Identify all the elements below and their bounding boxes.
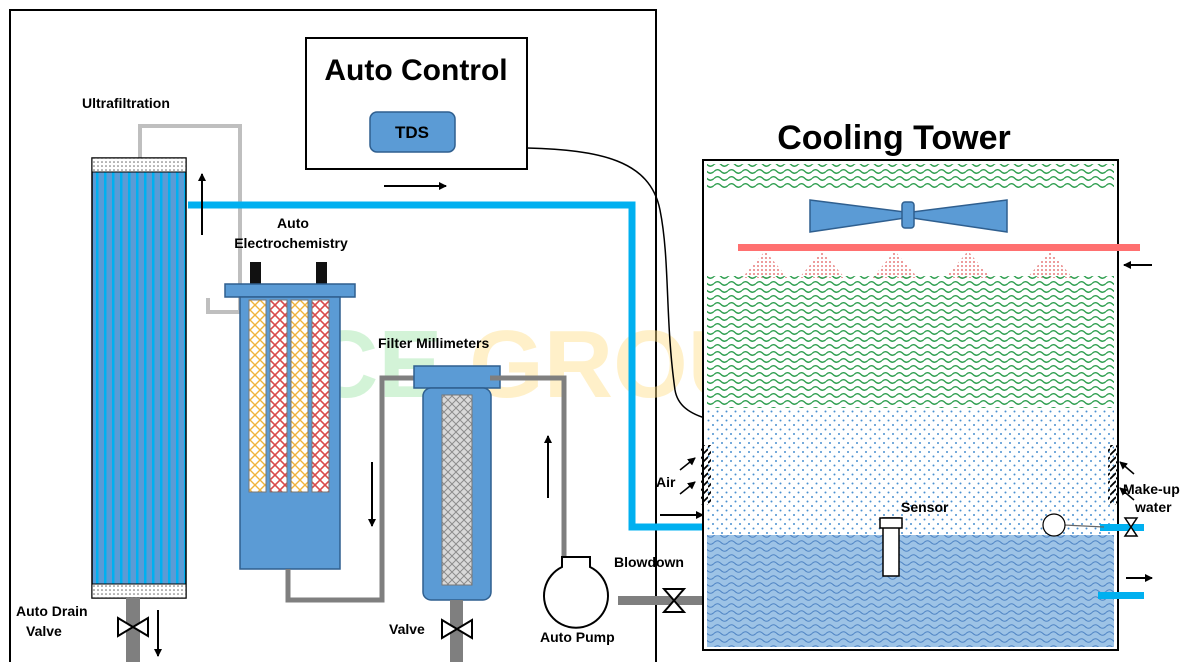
auto-drain-valve-label-1: Auto Drain: [16, 603, 88, 619]
filter-head: [413, 365, 501, 389]
makeup-arrow-1: [1119, 461, 1135, 475]
auto-pump[interactable]: [543, 556, 609, 629]
cold-water-outlet-pipe: [1098, 592, 1144, 599]
electrode-plate-3: [290, 299, 309, 493]
filter-to-pump-pipe: [490, 375, 567, 556]
cold-water-basin: [707, 535, 1114, 647]
sensor-label: Sensor: [901, 499, 949, 515]
ultrafiltration-bottom-cap: [91, 583, 187, 599]
cooling-tower-title: Cooling Tower: [777, 119, 1011, 157]
filter-millimeters-label: Filter Millimeters: [378, 335, 489, 351]
auto-electrochemistry-label-1: Auto: [277, 215, 309, 231]
electrode-plate-4: [311, 299, 330, 493]
electrochemistry-lid: [224, 283, 356, 298]
drain-pipe: [126, 598, 140, 662]
filter-valve[interactable]: [441, 618, 473, 640]
electrode-plate-2: [269, 299, 288, 493]
valve-label: Valve: [389, 621, 425, 637]
electrode-right: [316, 262, 327, 296]
filter-cartridge: [441, 394, 473, 586]
air-arrow-1: [679, 457, 696, 471]
blowdown-label: Blowdown: [614, 554, 684, 570]
filter-outlet-pipe: [450, 600, 463, 662]
air-louver-left: [701, 445, 711, 505]
auto-drain-valve[interactable]: [117, 616, 149, 638]
auto-pump-label: Auto Pump: [540, 629, 615, 645]
tds-label: TDS: [395, 123, 429, 142]
auto-electrochemistry-label-2: Electrochemistry: [234, 235, 348, 251]
drift-eliminator: [707, 164, 1114, 188]
blowdown-pipe: [618, 596, 710, 605]
ultrafiltration-frame-pipe: [138, 124, 242, 314]
air-arrow-2: [679, 481, 696, 495]
ultrafiltration-top-cap: [91, 157, 187, 173]
makeup-water-label-1: Make-up: [1123, 481, 1180, 497]
auto-drain-valve-label-2: Valve: [26, 623, 62, 639]
ultrafiltration-label: Ultrafiltration: [82, 95, 170, 111]
blowdown-valve[interactable]: [661, 588, 687, 613]
air-louver-right: [1108, 445, 1118, 505]
fan-hub: [901, 201, 915, 229]
fill-media: [707, 276, 1114, 408]
spray-header-pipe: [738, 244, 1140, 251]
auto-control-title: Auto Control: [324, 54, 507, 87]
makeup-water-label-2: water: [1134, 499, 1172, 515]
tds-meter[interactable]: [369, 111, 456, 153]
electrode-left: [250, 262, 261, 296]
air-label: Air: [656, 474, 676, 490]
makeup-valve[interactable]: [1123, 517, 1139, 537]
float-ball: [1042, 513, 1066, 537]
float-valve-arm: [1063, 524, 1105, 528]
electrochem-to-filter-pipe: [285, 375, 418, 603]
spray-cones: [742, 251, 1073, 278]
treatment-enclosure: [9, 9, 657, 662]
rain-zone: [707, 410, 1114, 535]
main-water-pipe: [188, 201, 710, 531]
tds-sensor-head: [879, 517, 903, 529]
makeup-arrow-2: [1119, 487, 1135, 501]
makeup-water-pipe: [1100, 524, 1144, 531]
electrode-plate-1: [248, 299, 267, 493]
ultrafiltration-column[interactable]: [91, 157, 187, 599]
